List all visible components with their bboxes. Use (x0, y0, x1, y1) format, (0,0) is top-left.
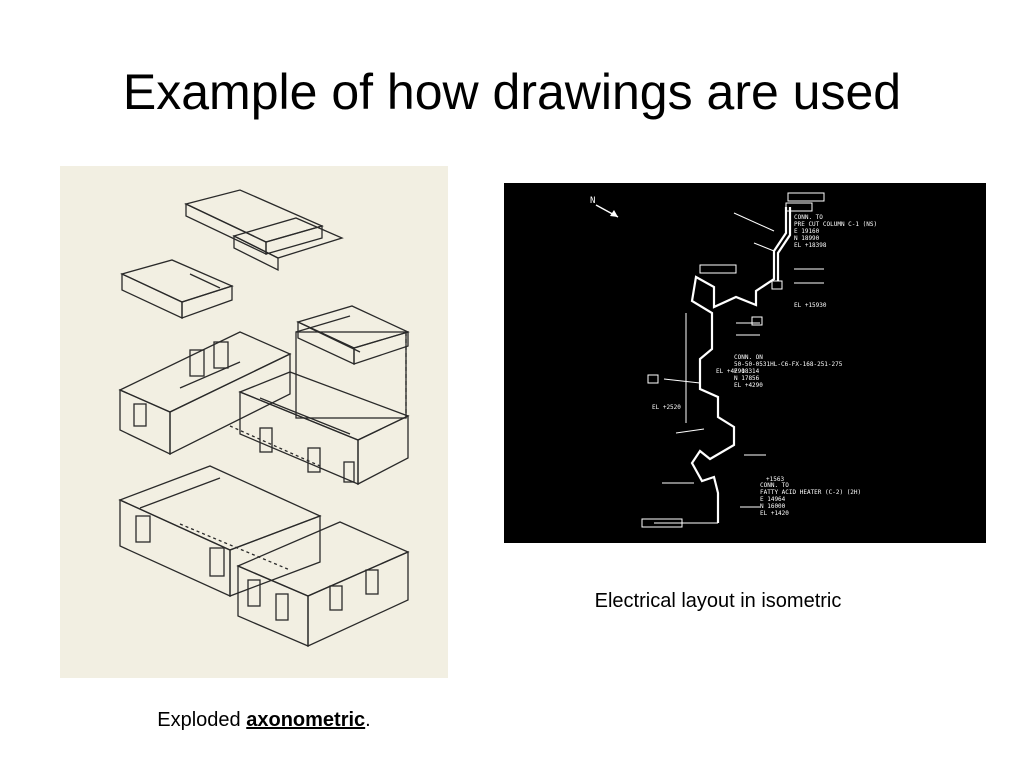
svg-text:E 18314: E 18314 (734, 368, 760, 375)
svg-text:N 17856: N 17856 (734, 375, 760, 382)
isometric-layout-drawing: N (504, 183, 986, 543)
svg-text:CONN. TO: CONN. TO (794, 214, 823, 221)
svg-text:CONN. ON: CONN. ON (734, 354, 763, 361)
svg-text:CONN. TO: CONN. TO (760, 482, 789, 489)
callout-middle: CONN. ON 50-50-0531HL-C6-FX-168-251-275 … (734, 354, 843, 389)
axonometric-caption: Exploded axonometric. (60, 709, 468, 732)
svg-text:EL +18398: EL +18398 (794, 242, 827, 249)
svg-text:EL +1420: EL +1420 (760, 510, 789, 517)
axonometric-line-art (118, 189, 410, 648)
leader-lines (654, 212, 824, 524)
isometric-line-art: N (590, 192, 877, 528)
svg-text:E 14964: E 14964 (760, 496, 786, 503)
el-label-2: EL +4290 (716, 368, 745, 375)
el-label-4: +1563 (766, 476, 784, 483)
north-label: N (590, 196, 595, 206)
el-label-3: EL +2520 (652, 404, 681, 411)
svg-text:50-50-0531HL-C6-FX-168-251-275: 50-50-0531HL-C6-FX-168-251-275 (734, 361, 843, 368)
axonometric-caption-prefix: Exploded (157, 709, 247, 731)
callout-top: CONN. TO PRE CUT COLUMN C-1 (NS) E 19160… (794, 214, 877, 249)
axonometric-caption-suffix: . (365, 709, 371, 731)
slide-title: Example of how drawings are used (122, 64, 902, 120)
axonometric-caption-emphasis: axonometric (246, 709, 366, 731)
callout-bottom: CONN. TO FATTY ACID HEATER (C-2) (2H) E … (760, 482, 861, 517)
svg-text:EL +4290: EL +4290 (734, 382, 763, 389)
svg-text:N 16000: N 16000 (760, 503, 786, 510)
svg-text:PRE CUT COLUMN C-1 (NS): PRE CUT COLUMN C-1 (NS) (794, 221, 877, 228)
pipe-route (690, 207, 792, 523)
svg-text:FATTY ACID HEATER (C-2) (2H): FATTY ACID HEATER (C-2) (2H) (760, 489, 861, 496)
exploded-axonometric-drawing (60, 166, 448, 678)
el-label-1: EL +15930 (794, 302, 827, 309)
svg-text:N 18990: N 18990 (794, 235, 820, 242)
svg-text:E 19160: E 19160 (794, 228, 820, 235)
isometric-caption: Electrical layout in isometric (594, 590, 842, 612)
